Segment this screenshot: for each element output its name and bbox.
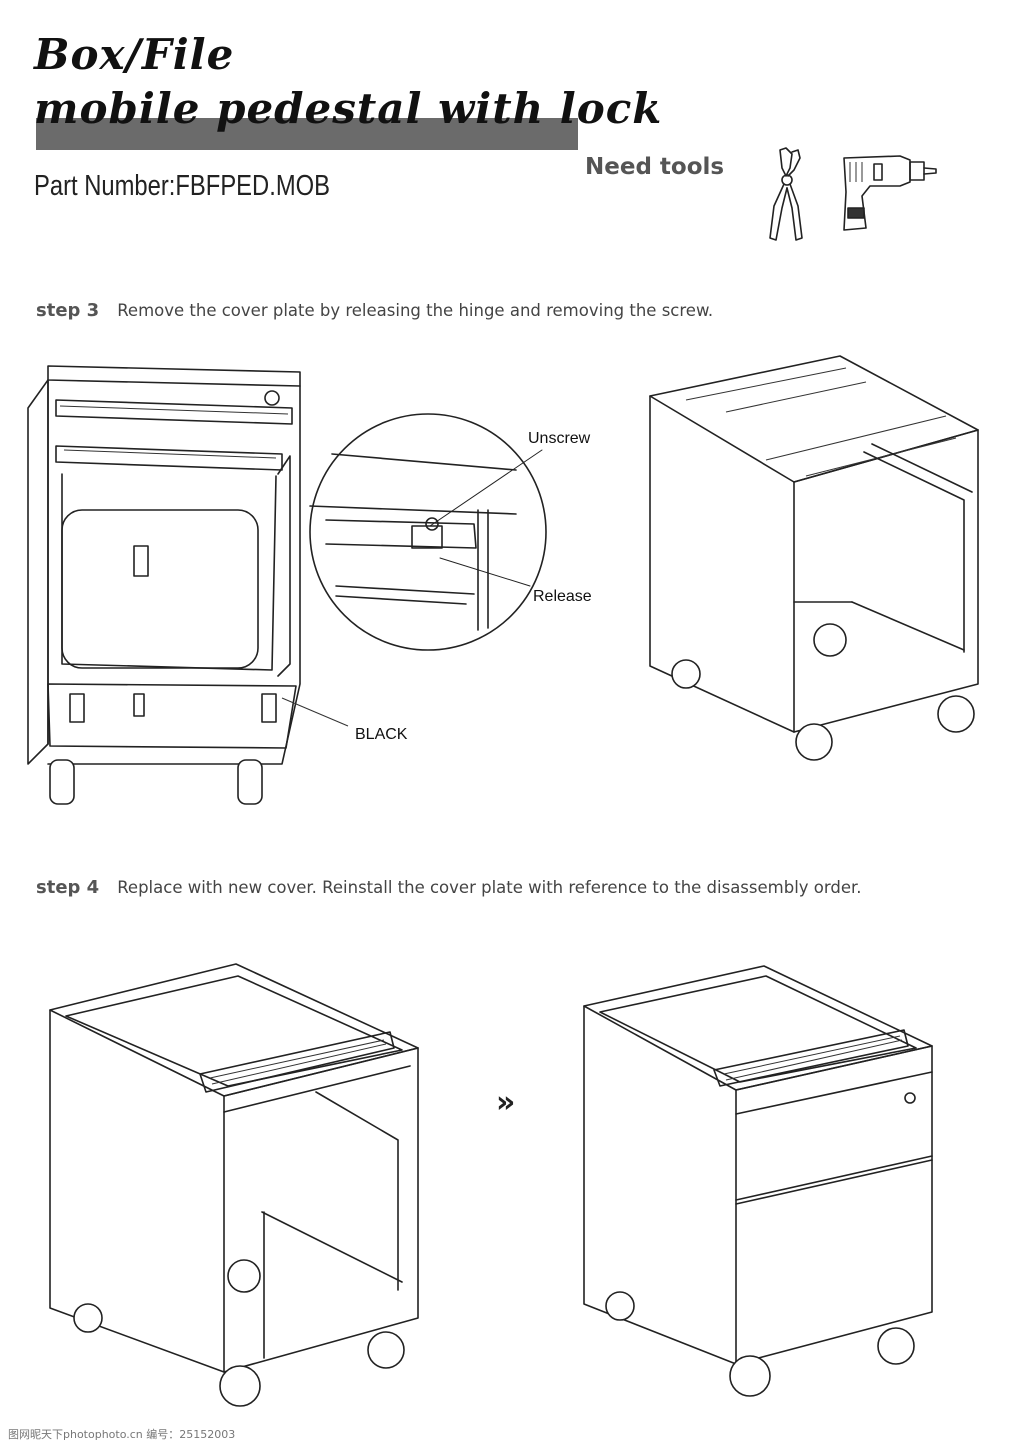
pedestal-complete-illustration bbox=[583, 965, 933, 1397]
drill-icon bbox=[843, 155, 937, 231]
step-3-text: Remove the cover plate by releasing the … bbox=[117, 301, 714, 320]
callout-release: Release bbox=[533, 588, 592, 605]
step-3-instruction: step 3 Remove the cover plate by releasin… bbox=[36, 300, 713, 321]
step-4-instruction: step 4 Replace with new cover. Reinstall … bbox=[36, 877, 862, 898]
step-3-label: step 3 bbox=[36, 300, 100, 321]
black-leader-line bbox=[281, 697, 349, 727]
sequence-arrow: » bbox=[496, 1085, 516, 1120]
pedestal-frame-illustration bbox=[649, 355, 979, 761]
pedestal-with-new-cover-illustration bbox=[49, 963, 419, 1407]
pliers-icon bbox=[769, 147, 803, 241]
title-line-1: Box/File bbox=[34, 30, 235, 79]
need-tools-label: Need tools bbox=[585, 154, 725, 180]
title-line-2: mobile pedestal with lock bbox=[34, 84, 663, 133]
watermark: 图网昵天下photophoto.cn 编号：25152003 bbox=[8, 1428, 236, 1441]
step-4-label: step 4 bbox=[36, 877, 100, 898]
callout-unscrew: Unscrew bbox=[528, 430, 591, 447]
title-highlight-bar bbox=[36, 118, 578, 150]
callout-black: BLACK bbox=[355, 726, 408, 743]
step-4-text: Replace with new cover. Reinstall the co… bbox=[117, 878, 862, 897]
pedestal-front-open-illustration bbox=[27, 365, 301, 805]
detail-zoom-circle bbox=[309, 413, 547, 651]
part-number: Part Number:FBFPED.MOB bbox=[34, 170, 330, 202]
